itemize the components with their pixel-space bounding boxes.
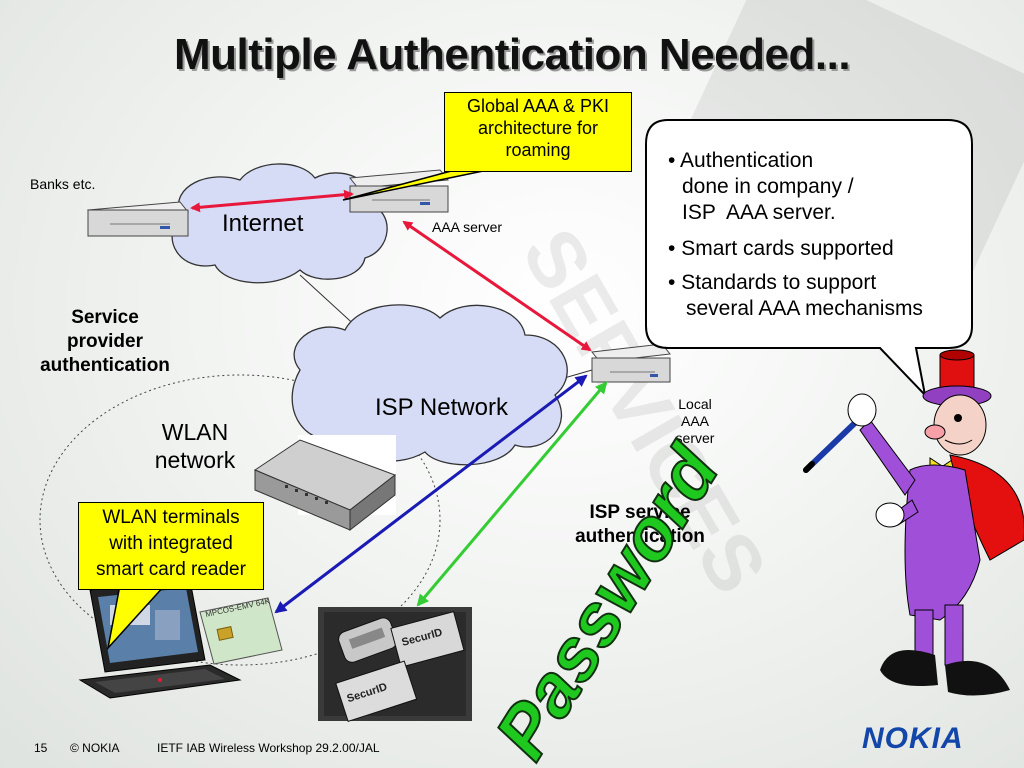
aaa-roaming-arrow [402,220,592,352]
footer-copyright: © NOKIA [70,741,120,755]
service-provider-auth-line-1: Service [71,307,139,328]
service-provider-auth-line-3: authentication [40,355,170,376]
bullet-3-line-2: several AAA mechanisms [686,297,923,320]
local-aaa-line-1: Local [678,396,712,412]
bullet-1-line-1: Authentication [680,149,814,172]
isp-service-auth-arrow [416,381,608,607]
bullet-1-marker: • [668,149,676,172]
banks-aaa-arrow [190,189,354,213]
wlan-terminals-line-3: smart card reader [96,559,246,580]
nokia-logo: NOKIA [862,722,964,755]
isp-service-auth-line-1: ISP service [589,502,691,523]
global-aaa-line-3: roaming [505,140,571,160]
global-aaa-line-2: architecture for [477,118,599,138]
isp-service-auth-line-2: authentication [575,526,705,547]
internet-isp-link [299,274,361,331]
bullet-3-line-1: Standards to support [681,271,877,294]
smart-card-icon: MPCOS-EMV 64K [199,596,283,665]
bullet-1: • Authentication done in company / ISP A… [668,148,968,226]
internet-label: Internet [222,210,304,237]
aaa-server-label: AAA server [432,219,503,235]
banks-label: Banks etc. [30,176,96,192]
footer-page-number: 15 [34,741,48,755]
magician-cartoon-icon [847,349,1024,696]
global-aaa-callout: Global AAA & PKI architecture for roamin… [444,92,632,172]
local-aaa-line-3: server [675,430,715,446]
wlan-network-label: WLAN network [140,418,250,474]
isp-network-label: ISP Network [375,394,508,421]
bullet-2: • Smart cards supported [668,236,968,262]
local-aaa-label: Local AAA server [660,396,730,447]
bullet-1-line-3: ISP AAA server. [682,201,836,224]
speech-bubble-shape [645,119,973,399]
bullet-3: • Standards to support several AAA mecha… [668,270,968,322]
service-provider-auth-line-2: provider [66,331,144,352]
speech-bubble-content: • Authentication done in company / ISP A… [668,148,968,322]
footer-event: IETF IAB Wireless Workshop 29.2.00/JAL [157,741,380,755]
token-photo: SecurID SecurID [318,607,472,723]
banks-server-icon [87,201,189,237]
wlan-terminals-line-1: WLAN terminals [102,507,240,528]
laptop-icon [78,579,242,699]
local-aaa-server-icon [591,343,671,383]
bullet-2-marker: • [668,237,676,260]
wlan-network-line-1: WLAN [161,419,229,445]
local-aaa-line-2: AAA [680,413,709,429]
wlan-terminals-line-2: with integrated [109,533,233,554]
bullet-2-line-1: Smart cards supported [681,237,894,260]
isp-service-auth-label: ISP service authentication [555,501,725,549]
slide-title: Multiple Authentication Needed... [173,30,851,79]
service-provider-auth-label: Service provider authentication [20,306,190,378]
global-aaa-line-1: Global AAA & PKI [466,96,610,116]
wlan-network-line-2: network [154,447,236,473]
bullet-3-marker: • [668,271,676,294]
wlan-terminals-callout: WLAN terminals with integrated smart car… [78,502,264,590]
aaa-server-icon [349,169,449,213]
bullet-1-line-2: done in company / [682,175,854,198]
wand-icon [803,417,861,473]
